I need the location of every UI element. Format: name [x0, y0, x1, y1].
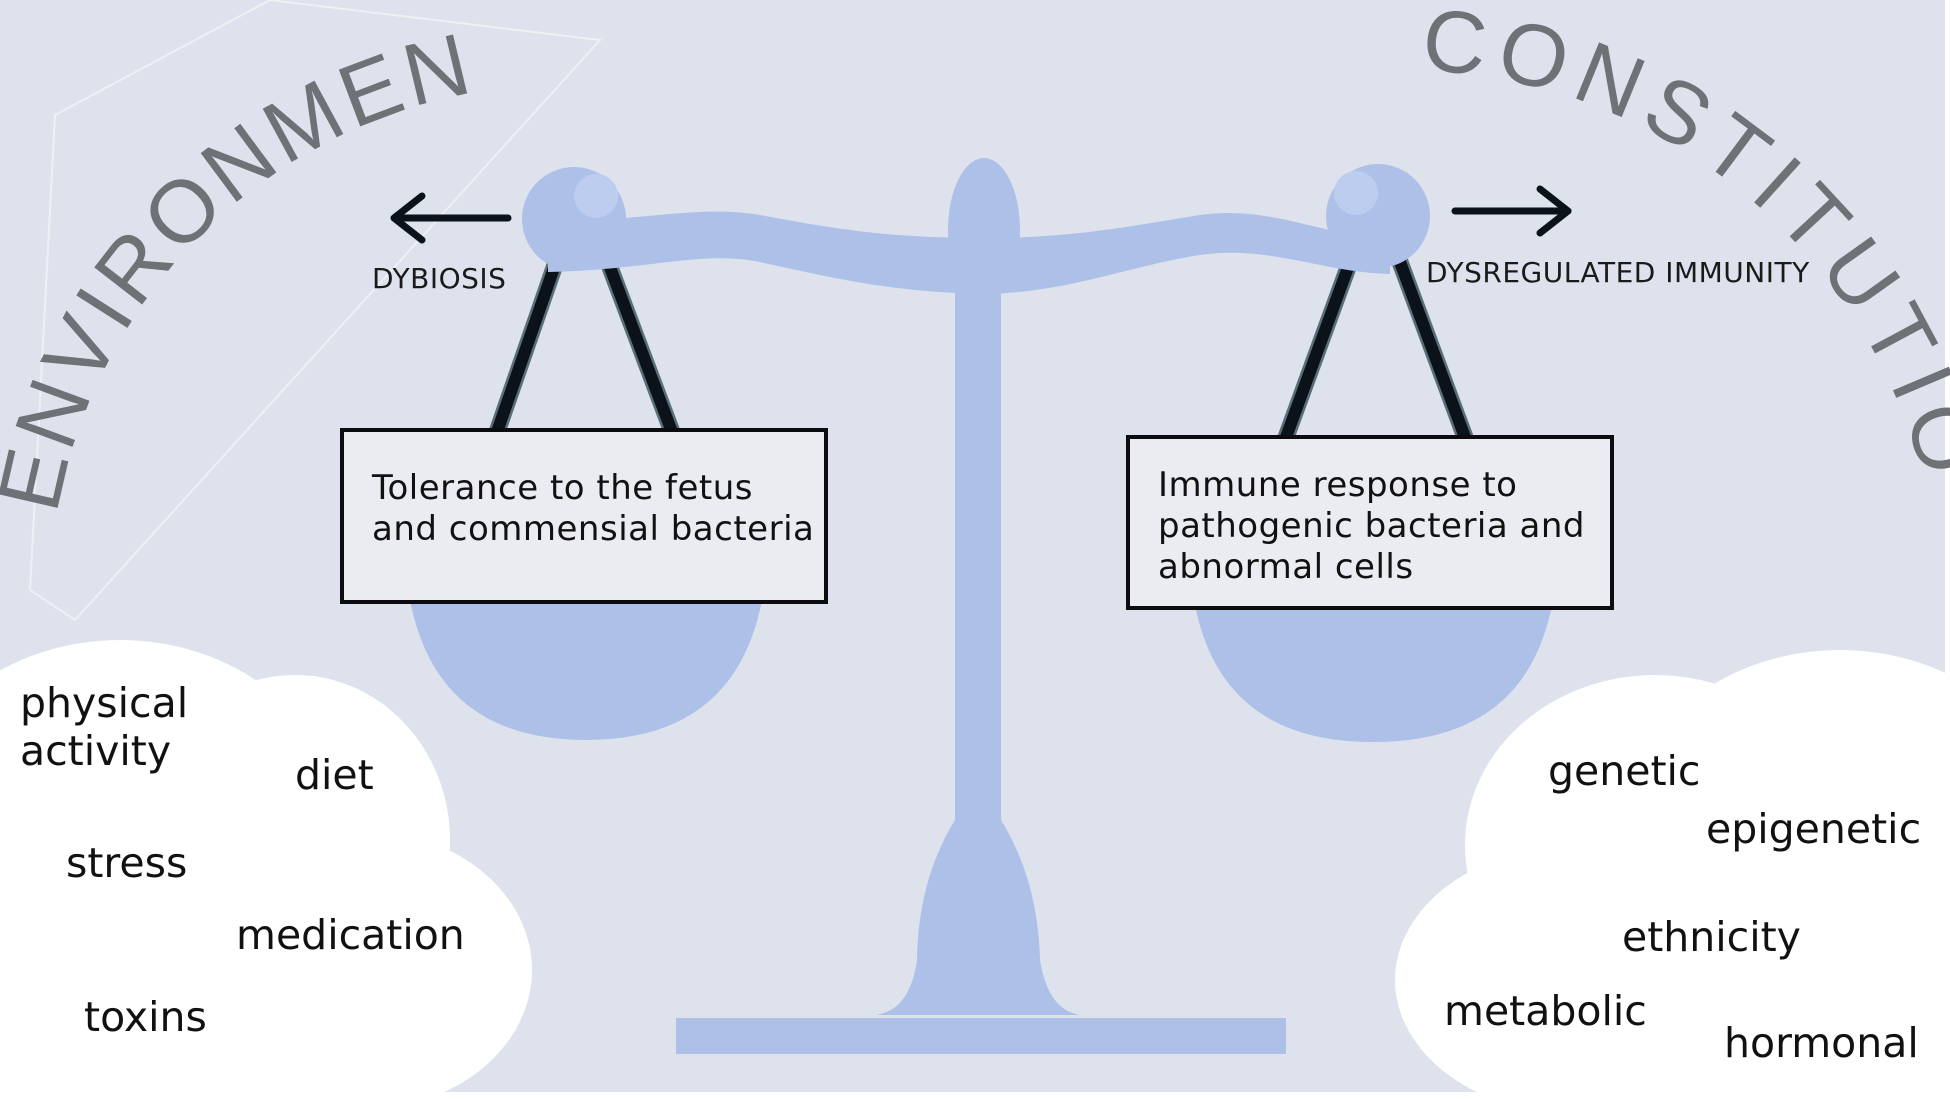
right-cloud	[1395, 650, 1950, 1099]
right-strip	[1945, 0, 1950, 1099]
scale-body	[522, 158, 1430, 1054]
right-pan	[1195, 605, 1552, 742]
scroll-curls	[574, 171, 1378, 218]
factor-ethnicity: ethnicity	[1622, 913, 1801, 961]
right-ropes-core	[1279, 256, 1472, 446]
immune-line-3: abnormal cells	[1158, 546, 1414, 587]
tolerance-line-2: and commensial bacteria	[372, 508, 815, 549]
factor-genetic: genetic	[1548, 747, 1701, 795]
factor-physical: physical	[20, 679, 189, 727]
diamond-outline	[28, 0, 603, 622]
dysregulated-immunity-label: DYSREGULATED IMMUNITY	[1426, 256, 1810, 289]
tolerance-line-1: Tolerance to the fetus	[372, 468, 753, 508]
tolerance-box: Tolerance to the fetus and commensial ba…	[340, 428, 828, 604]
right-arrow	[1451, 185, 1572, 237]
left-ropes-core	[491, 256, 678, 438]
factor-stress: stress	[66, 839, 188, 887]
factor-hormonal: hormonal	[1724, 1019, 1919, 1067]
factor-diet: diet	[295, 751, 374, 799]
factor-toxins: toxins	[84, 993, 207, 1041]
factor-activity: activity	[20, 727, 172, 775]
factor-medication: medication	[236, 911, 465, 959]
factor-epigenetic: epigenetic	[1706, 805, 1922, 853]
immune-line-2: pathogenic bacteria and	[1158, 505, 1585, 546]
left-cloud	[0, 640, 532, 1099]
left-arrow	[390, 192, 512, 244]
immune-line-1: Immune response to	[1158, 465, 1518, 505]
left-pan	[410, 600, 762, 740]
immune-response-box: Immune response to pathogenic bacteria a…	[1126, 435, 1614, 610]
bottom-strip	[0, 1092, 1950, 1099]
dysbiosis-label: DYBIOSIS	[372, 262, 507, 295]
factor-metabolic: metabolic	[1444, 987, 1647, 1035]
